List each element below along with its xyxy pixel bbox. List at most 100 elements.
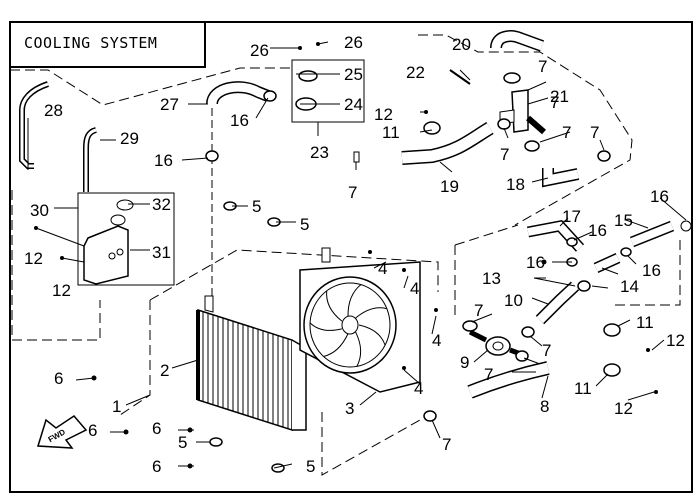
part-number-p5b: 5 bbox=[300, 215, 309, 234]
fan-connector bbox=[321, 247, 331, 263]
part-number-p6a: 6 bbox=[54, 369, 63, 388]
leader-line bbox=[171, 359, 199, 369]
leader-line bbox=[601, 267, 619, 275]
part-number-p16f: 16 bbox=[642, 261, 661, 280]
part-number-p7a: 7 bbox=[538, 57, 547, 76]
part-number-p15: 15 bbox=[614, 211, 633, 230]
fan-blade bbox=[323, 333, 349, 357]
leader-line bbox=[599, 139, 605, 151]
part-number-p7c: 7 bbox=[500, 145, 509, 164]
part-number-p10: 10 bbox=[504, 291, 523, 310]
bolt-16f bbox=[541, 259, 547, 265]
fan-hub bbox=[341, 315, 359, 335]
fan-blade bbox=[355, 331, 362, 367]
clamp-7a bbox=[503, 72, 521, 84]
forward-arrow: FWD bbox=[37, 415, 88, 449]
boundary-radiator-top bbox=[149, 249, 439, 301]
clamp-16e bbox=[620, 247, 632, 257]
leader-line bbox=[523, 357, 541, 365]
bolt-12e bbox=[654, 390, 658, 394]
part-number-p1: 1 bbox=[112, 397, 121, 416]
leader-line bbox=[431, 419, 441, 439]
part-number-p14: 14 bbox=[620, 277, 639, 296]
radiator-inlet bbox=[204, 295, 214, 313]
thermostat-housing bbox=[499, 89, 546, 135]
boundary-radiator-bottom bbox=[321, 412, 421, 476]
hose-29-inner bbox=[84, 128, 97, 192]
part-number-p7i: 7 bbox=[484, 365, 493, 384]
reservoir-top bbox=[87, 225, 129, 239]
part-number-p27: 27 bbox=[160, 95, 179, 114]
clamp-11a bbox=[423, 121, 441, 135]
part-number-p4c: 4 bbox=[432, 331, 441, 350]
part-number-p7j: 7 bbox=[442, 435, 451, 454]
part-number-p7g: 7 bbox=[474, 301, 483, 320]
boundary-hoses-upper bbox=[418, 34, 633, 226]
hose-15-end-clamp bbox=[680, 220, 692, 232]
part-number-p16e: 16 bbox=[588, 221, 607, 240]
fan-blades bbox=[309, 284, 388, 367]
leader-line bbox=[573, 231, 593, 241]
leader-line bbox=[459, 69, 471, 81]
cap-group-box bbox=[291, 59, 365, 123]
part-number-p12d: 12 bbox=[666, 331, 685, 350]
leader-line bbox=[539, 131, 571, 143]
part-number-p11a: 11 bbox=[382, 123, 400, 142]
part-number-p29: 29 bbox=[120, 129, 139, 148]
boundary-hoses-link bbox=[454, 224, 519, 246]
leader-line bbox=[125, 394, 151, 406]
part-number-p3: 3 bbox=[345, 399, 354, 418]
clamp-7h bbox=[577, 280, 591, 292]
part-number-p12b: 12 bbox=[24, 249, 43, 268]
leader-line bbox=[61, 257, 85, 263]
leader-line bbox=[627, 391, 655, 401]
leader-line bbox=[273, 463, 293, 469]
part-number-p32: 32 bbox=[152, 195, 171, 214]
clamp-11c bbox=[603, 363, 621, 377]
leader-line bbox=[75, 377, 95, 381]
diagram-title: COOLING SYSTEM bbox=[24, 34, 158, 52]
part-number-p6d: 6 bbox=[152, 457, 161, 476]
leader-line bbox=[595, 373, 609, 387]
part-number-p24: 24 bbox=[344, 95, 363, 114]
leader-line bbox=[651, 339, 665, 351]
part-number-p21: 21 bbox=[550, 87, 569, 106]
coolant-reservoir bbox=[83, 199, 134, 285]
fwd-arrow-shape bbox=[37, 415, 88, 449]
reservoir-neck bbox=[110, 214, 126, 226]
part-number-p7h: 7 bbox=[542, 341, 551, 360]
hose-18-inner bbox=[543, 168, 579, 186]
clamp-11b bbox=[603, 323, 621, 337]
fan-blade bbox=[326, 290, 343, 322]
radiator bbox=[196, 295, 307, 432]
housing-branch-right bbox=[526, 115, 546, 135]
bolt-4a bbox=[368, 250, 372, 254]
leader-line bbox=[317, 41, 329, 45]
leader-line bbox=[431, 315, 437, 335]
part-number-p26b: 26 bbox=[344, 33, 363, 52]
radiator-tank-right bbox=[291, 339, 307, 431]
part-number-p18: 18 bbox=[506, 175, 525, 194]
leader-line bbox=[531, 297, 549, 305]
leader-lines bbox=[23, 41, 687, 469]
part-number-p22: 22 bbox=[406, 63, 425, 82]
part-number-p31: 31 bbox=[152, 243, 171, 262]
part-number-p23: 23 bbox=[310, 143, 329, 162]
part-number-p7f: 7 bbox=[348, 183, 357, 202]
hose-28-inner bbox=[20, 82, 49, 168]
leader-line bbox=[35, 227, 85, 247]
leader-line bbox=[471, 313, 493, 323]
part-number-p7e: 7 bbox=[590, 123, 599, 142]
fan-ring-inner bbox=[309, 282, 391, 368]
hose-19-inner bbox=[401, 123, 493, 164]
title-frame bbox=[10, 22, 206, 68]
part-number-p8: 8 bbox=[540, 397, 549, 416]
reservoir-mark-2 bbox=[116, 248, 124, 256]
part-number-p5a: 5 bbox=[252, 197, 261, 216]
leader-line bbox=[591, 285, 609, 289]
part-number-p4d: 4 bbox=[414, 379, 423, 398]
bolt-4c bbox=[434, 308, 438, 312]
grommet-5c bbox=[209, 437, 223, 447]
